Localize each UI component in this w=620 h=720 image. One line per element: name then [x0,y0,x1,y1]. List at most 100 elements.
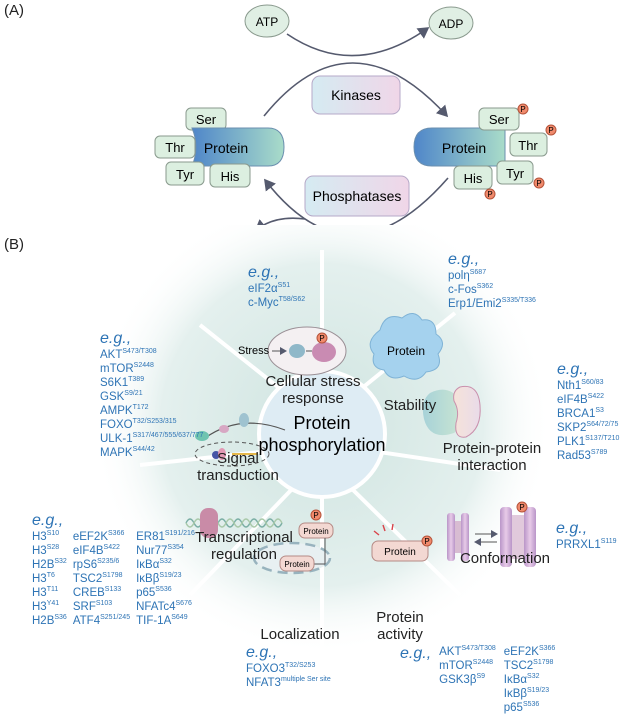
svg-text:P: P [519,503,524,512]
phosphosite-example: TSC2S1798 [73,572,130,586]
protein-name: SKP2 [557,422,587,434]
phosphosite-example: SKP2S64/72/75 [557,421,619,435]
phosphorylated-protein: Protein Ser Thr Tyr His [413,107,548,190]
phosphosite-example: p65S536 [136,586,195,600]
phosphosite-example: H3T11 [32,586,67,600]
protein-name: H3 [32,573,47,585]
sector-title-localization: Localization [260,626,340,643]
svg-text:Tyr: Tyr [506,166,525,181]
cellular-stress-icon: Stress P [238,326,347,376]
phosphosite-example: eIF4BS422 [557,393,619,407]
panel-a-diagram: ATP ADP Kinases Phosphatases Ser Protein… [154,4,557,225]
phosphosite-example: c-MycT58/S62 [248,296,305,310]
protein-name: IκBα [503,674,528,686]
protein-name: S6K1 [100,377,129,389]
phosphosite: S789 [590,449,608,457]
adp-node [428,6,474,40]
center-title-line1: Protein [293,413,350,433]
phosphosite: S28 [46,544,60,552]
svg-text:P: P [319,334,324,343]
panel-a-label: (A) [4,2,24,19]
protein-name: Nth1 [557,380,582,392]
svg-text:P: P [487,190,492,199]
phosphosite: S366 [538,645,556,653]
phosphosite-example: GSKS9/21 [100,390,203,404]
phosphosite: S362 [476,283,494,291]
phosphosite: S235/6 [97,558,120,566]
phosphosite-example: rpS6S235/6 [73,558,130,572]
phosphosite: S366 [108,530,125,538]
protein-name: p65 [503,702,523,714]
phosphosite-example: Nur77S354 [136,544,195,558]
svg-text:P: P [424,537,429,546]
svg-text:Thr: Thr [165,140,185,155]
phosphosite: S19/23 [527,687,550,695]
protein-name: H3 [32,601,47,613]
phosphatases-box [304,175,410,217]
phosphosite-example: IκBβS19/23 [504,687,556,701]
svg-text:His: His [464,171,483,186]
phosphosite-example: PRRXL1S119 [556,538,617,552]
protein-name: ULK-1 [100,433,133,445]
phosphosite-example: IκBαS32 [504,673,556,687]
phosphatases-text: Phosphatases [313,188,402,204]
phosphosite-example: eIF2αS51 [248,282,305,296]
protein-name: eIF4B [557,394,588,406]
phosphosite-example: H3Y41 [32,600,67,614]
atp-node [244,4,290,38]
phosphosite: S9 [476,673,485,681]
phosphosite: T6 [46,572,55,580]
phosphate-release-arrow [254,217,306,225]
protein-name: rpS6 [72,559,98,571]
svg-text:Protein: Protein [303,527,328,536]
protein-name: IκBβ [503,688,527,700]
sector-title-conformation: Conformation [459,550,551,567]
adp-text: ADP [439,17,464,31]
phosphosite: multiple Ser site [280,676,331,684]
phosphosite: S536 [155,586,172,594]
protein-name: IκBα [136,559,160,571]
protein-name: Rad53 [557,450,591,462]
svg-text:P: P [548,126,553,135]
phosphosite-example: IκBβS19/23 [136,572,195,586]
protein-name: AKT [100,349,123,361]
phosphosite-example: H2BS36 [32,614,67,628]
phosphosite-example: AMPKT172 [100,404,203,418]
phosphosite-example: FOXO3T32/S253 [246,662,331,676]
protein-name: eEF2K [503,646,539,658]
phosphosite-example: H3S28 [32,544,67,558]
phosphosite: S1798 [533,659,554,667]
phosphosite: S2448 [133,362,154,370]
phosphosite: S10 [46,530,60,538]
phosphosite-example: AKTS473/T308 [439,645,496,659]
svg-text:Protein: Protein [204,140,248,156]
phosphosite: S51 [277,282,291,290]
protein-name: ER81 [136,531,165,543]
phosphosite: S473/T308 [122,348,157,356]
phosphosite: S60/83 [581,379,604,387]
phosphosite: T32/S253/315 [132,418,177,426]
phosphosite-example: CREBS133 [73,586,130,600]
phosphosite: S36 [54,614,67,622]
phosphosite: T11 [46,586,59,594]
protein-name: PLK1 [557,436,586,448]
stable-protein-icon: Protein [369,313,443,380]
protein-name: H2B [32,615,55,627]
phosphosite-example: MAPKS44/42 [100,446,203,460]
protein-name: NFAT3 [246,677,281,689]
protein-name: Nur77 [136,545,168,557]
phosphate-icon [484,188,496,200]
protein-name: H3 [32,531,47,543]
phosphosite: S335/T336 [501,297,536,305]
protein-name: c-Fos [448,284,477,296]
protein-name: eEF2K [72,531,109,543]
protein-name: eIF2α [248,283,278,295]
protein-name: NFATc4 [136,601,176,613]
protein-name: H3 [32,545,47,557]
protein-name: H3 [32,587,47,599]
phosphosite-example: Nth1S60/83 [557,379,619,393]
protein-name: mTOR [100,363,134,375]
